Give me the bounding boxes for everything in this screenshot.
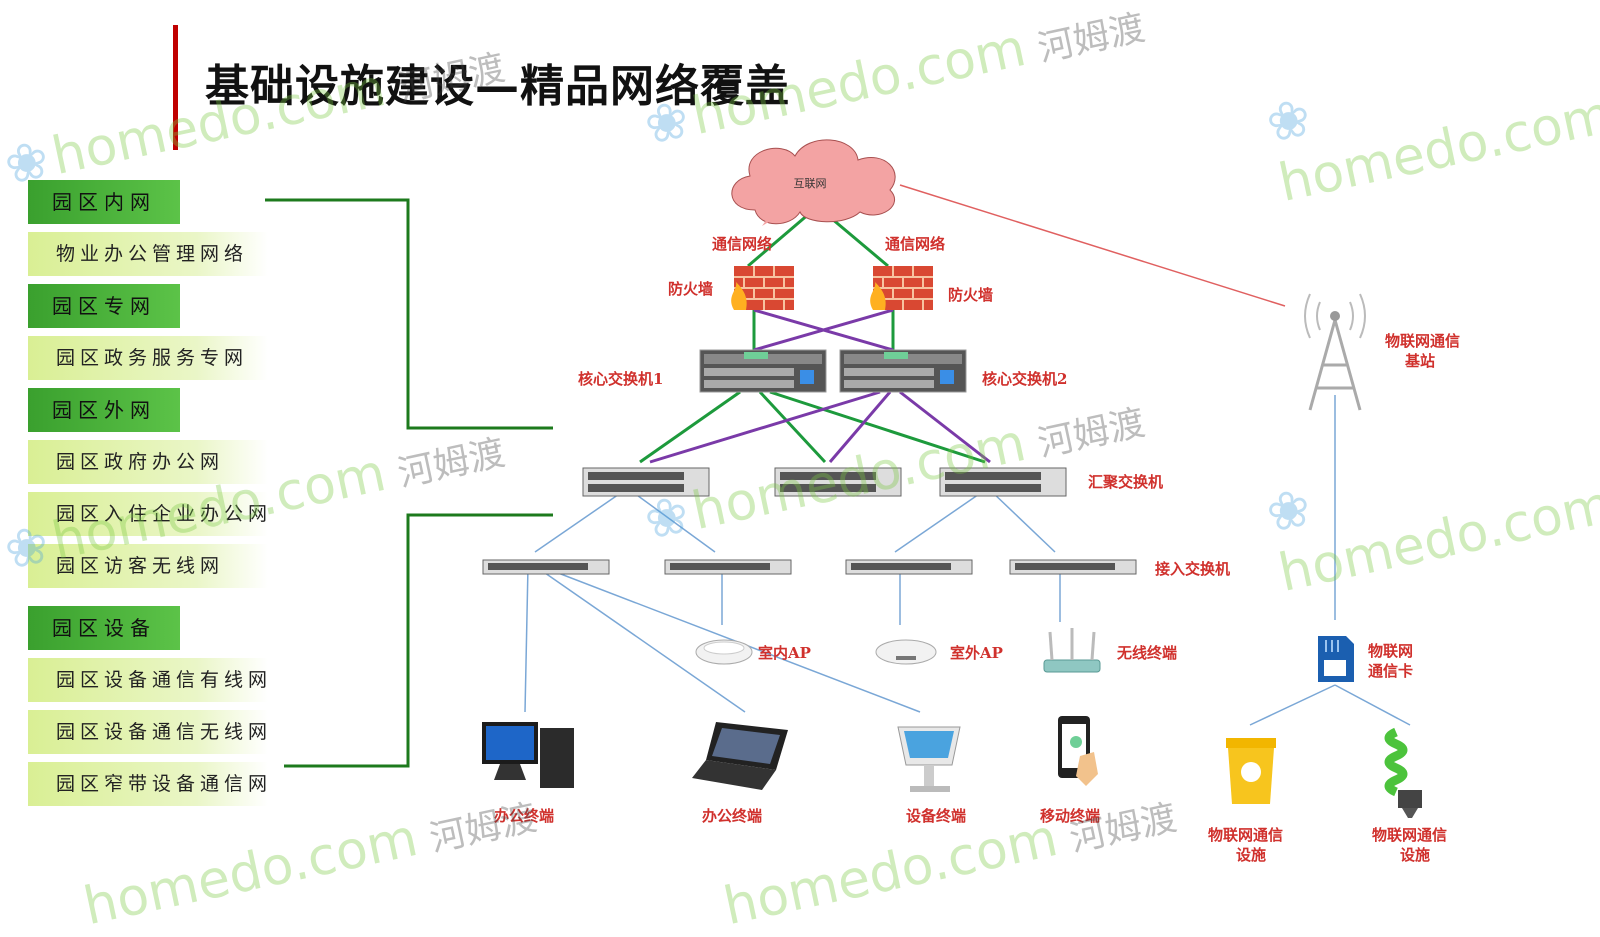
network-topology-diagram: 互联网 通信网络 通信网络 防火墙 防火墙 <box>265 139 1460 864</box>
access-switch-icon <box>664 559 792 575</box>
iot-facility-1-label-line2: 设施 <box>1236 846 1266 864</box>
energy-saving-bulb-icon <box>1384 727 1422 818</box>
office-terminal-2-label: 办公终端 <box>702 807 762 825</box>
item-gov-office-net: 园区政府办公网 <box>28 440 268 484</box>
device-terminal-icon <box>897 726 961 792</box>
aggregation-switch-label: 汇聚交换机 <box>1088 473 1163 491</box>
aggregation-switch-icon <box>582 467 710 497</box>
access-switch-icon <box>482 559 610 575</box>
indoor-ap-label: 室内AP <box>758 644 811 662</box>
item-device-wireless-net: 园区设备通信无线网 <box>28 710 268 754</box>
indoor-ap-icon <box>695 639 753 665</box>
outdoor-ap-label: 室外AP <box>950 644 1003 662</box>
core-switch-icon <box>699 349 827 393</box>
firewall-icon <box>731 266 794 310</box>
iot-facility-2-label-line2: 设施 <box>1400 846 1430 864</box>
item-gov-service-private-net: 园区政务服务专网 <box>28 336 268 380</box>
comm-net-left-label: 通信网络 <box>712 235 772 253</box>
access-switch-label: 接入交换机 <box>1155 560 1230 578</box>
iot-card-label-line1: 物联网 <box>1368 642 1413 660</box>
iot-facility-2-label-line1: 物联网通信 <box>1372 826 1447 844</box>
core-switch-2-label: 核心交换机2 <box>982 370 1067 388</box>
device-terminal-label: 设备终端 <box>906 807 966 825</box>
access-switch-icon <box>1009 559 1137 575</box>
cell-tower-icon <box>1304 293 1366 411</box>
iot-facility-1-label-line1: 物联网通信 <box>1208 826 1283 844</box>
internet-cloud: 互联网 <box>731 139 896 226</box>
title-accent-bar <box>173 25 178 150</box>
category-campus-intranet: 园区内网 <box>28 180 180 224</box>
core-switch-1-label: 核心交换机1 <box>578 370 663 388</box>
bracket-connectors <box>265 198 553 768</box>
sim-card-icon <box>1318 636 1354 682</box>
category-campus-device-net: 园区设备网 <box>28 606 180 684</box>
page-title: 基础设施建设—精品网络覆盖 <box>205 61 790 112</box>
wireless-terminal-label: 无线终端 <box>1116 644 1177 662</box>
iot-base-station-label-line2: 基站 <box>1404 352 1435 370</box>
item-enterprise-office-net: 园区入住企业办公网 <box>28 492 268 536</box>
outdoor-ap-icon <box>875 639 937 665</box>
iot-base-station-label-line1: 物联网通信 <box>1385 332 1460 350</box>
network-links <box>524 184 1411 726</box>
internet-label: 互联网 <box>794 177 827 190</box>
mobile-phone-icon <box>1058 716 1098 786</box>
firewall-left-label: 防火墙 <box>668 280 713 298</box>
item-property-office-network: 物业办公管理网络 <box>28 232 268 276</box>
item-device-wired-net: 园区设备通信有线网 <box>28 658 268 702</box>
aggregation-switch-icon <box>774 467 902 497</box>
mobile-terminal-label: 移动终端 <box>1040 807 1100 825</box>
category-campus-external-net: 园区外网 <box>28 388 180 432</box>
iot-card-label-line2: 通信卡 <box>1368 662 1413 680</box>
aggregation-switch-icon <box>939 467 1067 497</box>
office-terminal-1-label: 办公终端 <box>494 807 554 825</box>
laptop-icon <box>692 722 788 790</box>
comm-net-right-label: 通信网络 <box>885 235 945 253</box>
wireless-router-icon <box>1043 628 1101 673</box>
item-visitor-wireless-net: 园区访客无线网 <box>28 544 268 588</box>
category-campus-private-net: 园区专网 <box>28 284 180 328</box>
firewall-icon <box>870 266 933 310</box>
access-switch-icon <box>845 559 973 575</box>
item-narrowband-device-net: 园区窄带设备通信网 <box>28 762 268 806</box>
firewall-right-label: 防火墙 <box>948 286 993 304</box>
recycle-bin-icon <box>1226 738 1276 804</box>
core-switch-icon <box>839 349 967 393</box>
desktop-computer-icon <box>482 722 574 788</box>
